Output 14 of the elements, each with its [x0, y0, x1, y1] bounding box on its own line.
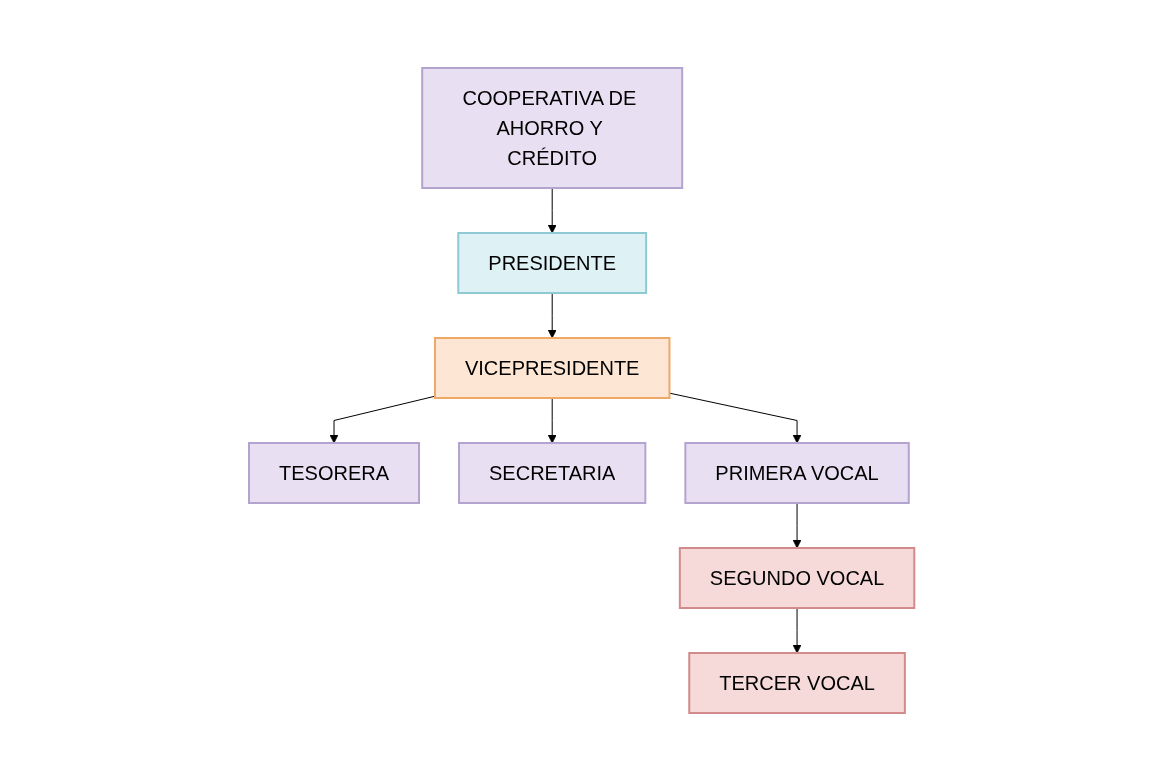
- arrow: [792, 502, 802, 548]
- node-box: TESORERA: [247, 441, 420, 504]
- arrow: [792, 607, 802, 653]
- node-box: SEGUNDO VOCAL: [678, 546, 916, 609]
- node-box: TERCER VOCAL: [688, 651, 906, 714]
- arrow: [547, 292, 557, 338]
- arrow: [547, 397, 557, 443]
- node-box: PRESIDENTE: [457, 231, 647, 294]
- node-box: SECRETARIA: [457, 441, 647, 504]
- arrow: [547, 187, 557, 233]
- node-box: VICEPRESIDENTE: [433, 336, 671, 399]
- node-box: PRIMERA VOCAL: [684, 441, 910, 504]
- arrow: [329, 395, 436, 443]
- node-box: COOPERATIVA DE AHORRO Y CRÉDITO: [421, 66, 684, 189]
